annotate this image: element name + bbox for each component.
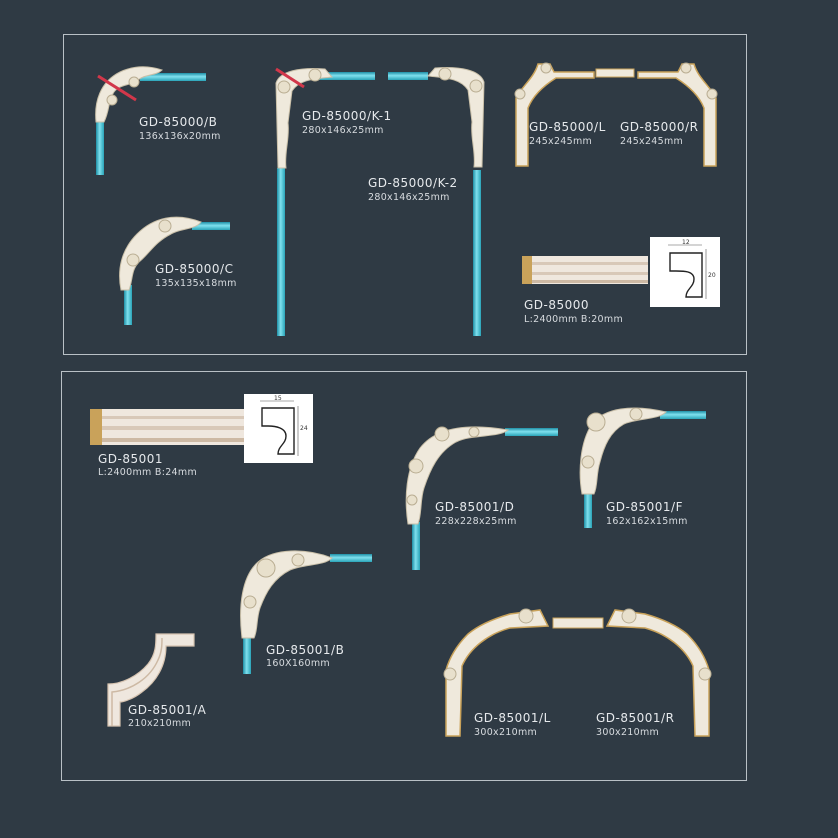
product-code: GD-85001/D	[435, 500, 515, 514]
product-size: 300x210mm	[596, 727, 660, 738]
product-size: 210x210mm	[128, 718, 192, 729]
product-code: GD-85001	[98, 452, 164, 466]
corner-ornament-85000-b	[95, 66, 163, 123]
rail-vertical	[124, 285, 132, 325]
rail-horizontal	[660, 411, 706, 419]
product-code: GD-85001/L	[474, 711, 551, 725]
product-code: GD-85000/B	[139, 115, 218, 129]
rail-horizontal	[192, 222, 230, 230]
rail-vertical	[277, 168, 285, 336]
product-size: 162x162x15mm	[606, 516, 688, 527]
product-size: 228x228x25mm	[435, 516, 517, 527]
corner-ornament-85001-b	[240, 550, 333, 639]
profile-width-label: 15	[274, 395, 282, 402]
rail-vertical	[412, 522, 420, 570]
arch-ornament-85000-l-r	[514, 62, 718, 167]
catalog-panel-85001	[61, 371, 747, 781]
rail-vertical	[584, 490, 592, 528]
product-code: GD-85001/B	[266, 643, 345, 657]
rail-vertical	[243, 632, 251, 674]
rail-horizontal	[140, 73, 206, 81]
product-size: 135x135x18mm	[155, 278, 237, 289]
product-size: 245x245mm	[529, 136, 593, 147]
product-size: L:2400mm B:20mm	[524, 314, 624, 325]
product-code: GD-85000/R	[620, 120, 699, 134]
rail-vertical	[96, 110, 104, 175]
product-size: 136x136x20mm	[139, 131, 221, 142]
corner-ornament-85000-c	[119, 216, 202, 291]
product-code: GD-85000/L	[529, 120, 606, 134]
product-code: GD-85000/K-1	[302, 109, 392, 123]
product-size: 280x146x25mm	[302, 125, 384, 136]
arch-ornament-85001-l-r	[443, 608, 712, 737]
catalog-panel-85000	[63, 34, 747, 355]
product-size: 300x210mm	[474, 727, 538, 738]
product-code: GD-85001/R	[596, 711, 675, 725]
straight-moulding-85000	[522, 256, 648, 284]
corner-ornament-85001-f	[579, 407, 667, 495]
rail-horizontal	[505, 428, 558, 436]
product-size: 280x146x25mm	[368, 192, 450, 203]
product-code: GD-85001/A	[128, 703, 207, 717]
product-size: 245x245mm	[620, 136, 684, 147]
profile-height-label: 20	[708, 272, 716, 279]
profile-diagram: 12 20	[650, 237, 720, 307]
corner-ornament-85000-k1	[275, 67, 334, 169]
product-code: GD-85001/F	[606, 500, 683, 514]
corner-arc-85001-a	[107, 633, 195, 727]
profile-drawing: 15 24	[260, 395, 308, 456]
straight-moulding-85001	[90, 409, 245, 445]
corner-ornament-85000-k2	[426, 67, 485, 168]
product-size: 160X160mm	[266, 658, 330, 669]
profile-diagram: 15 24	[244, 394, 313, 463]
rail-horizontal	[330, 554, 372, 562]
rail-horizontal	[315, 72, 375, 80]
product-code: GD-85000/K-2	[368, 176, 458, 190]
product-code: GD-85000/C	[155, 262, 234, 276]
profile-drawing: 12 20	[668, 239, 716, 299]
product-size: L:2400mm B:24mm	[98, 467, 198, 478]
corner-ornament-85001-d	[405, 426, 510, 525]
profile-height-label: 24	[300, 425, 308, 432]
rail-vertical	[473, 170, 481, 336]
profile-width-label: 12	[682, 239, 690, 246]
rail-horizontal	[388, 72, 428, 80]
product-code: GD-85000	[524, 298, 590, 312]
